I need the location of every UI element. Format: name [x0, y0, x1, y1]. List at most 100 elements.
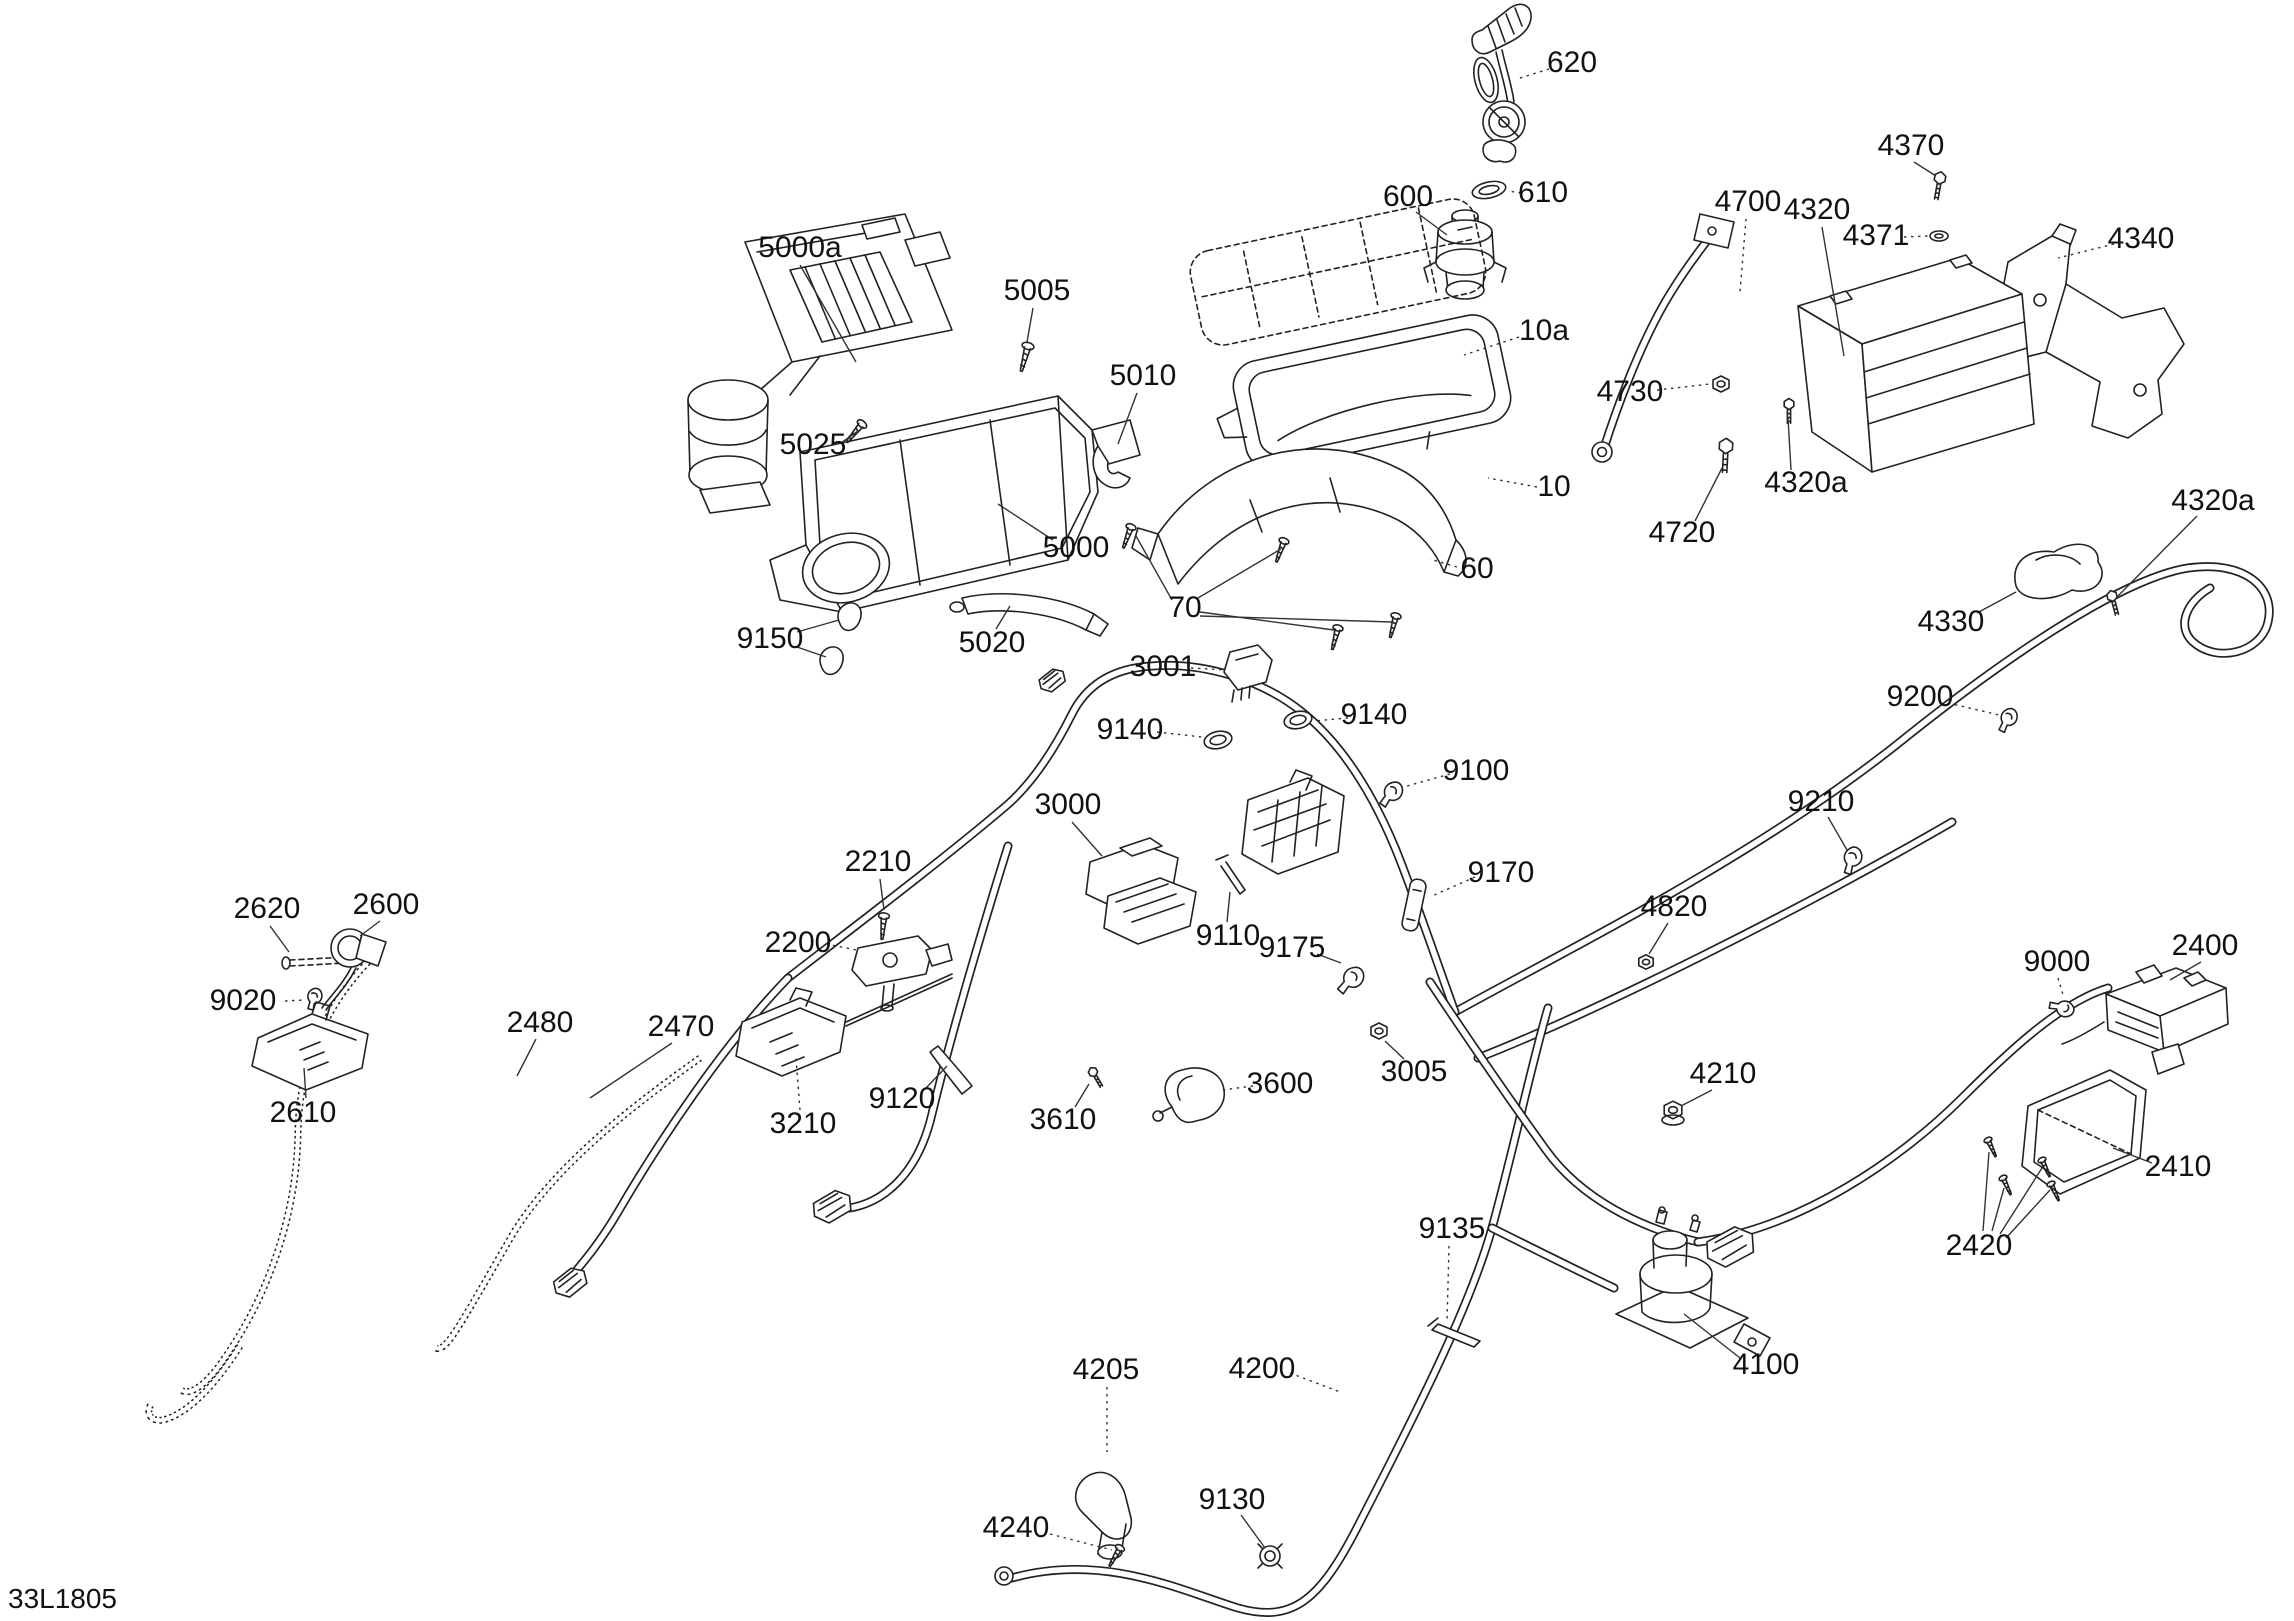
callout-4320a: 4320a [2171, 484, 2255, 517]
leader-line-9130 [1241, 1515, 1265, 1548]
leader-line-9150 [797, 620, 839, 632]
leader-line-9175 [1317, 954, 1341, 963]
leader-line-9000 [2058, 978, 2064, 998]
leader-line-4370 [1914, 162, 1936, 176]
part-2610-connector [252, 1002, 368, 1090]
part-10a-gauge-overlay [1186, 195, 1490, 349]
leader-line-4320a [1788, 418, 1791, 470]
leader-line-3610 [1075, 1084, 1089, 1107]
part-harness-connector-top [1035, 665, 1069, 696]
callout-3610: 3610 [1030, 1103, 1097, 1136]
part-9170-clip [1401, 878, 1427, 932]
leader-line-9170 [1432, 877, 1475, 896]
callout-9020: 9020 [210, 984, 277, 1017]
leader-line-9020 [285, 1000, 304, 1001]
leader-line-9150 [797, 647, 826, 657]
callout-10a: 10a [1519, 314, 1569, 347]
part-9175-clip [1335, 963, 1367, 999]
part-4720-bolt [1717, 437, 1734, 474]
callout-4210: 4210 [1690, 1057, 1757, 1090]
part-5010-clip [1093, 446, 1130, 488]
leader-line-4200 [1290, 1373, 1340, 1392]
callout-9135: 9135 [1419, 1212, 1486, 1245]
leader-line-4210 [1681, 1090, 1712, 1106]
leader-line-2420 [1983, 1152, 1989, 1231]
leader-line-2610 [304, 1068, 306, 1098]
callout-9150: 9150 [737, 622, 804, 655]
callout-9120: 9120 [869, 1082, 936, 1115]
callout-2620: 2620 [234, 892, 301, 925]
callout-9210: 9210 [1788, 785, 1855, 818]
part-3610-screw [1086, 1065, 1106, 1090]
callout-4720: 4720 [1649, 516, 1716, 549]
leader-line-2400 [2170, 962, 2201, 980]
leader-line-610 [1508, 191, 1521, 193]
callout-9170: 9170 [1468, 856, 1535, 889]
leader-line-9135 [1447, 1246, 1449, 1322]
callout-610: 610 [1518, 176, 1568, 209]
callout-10: 10 [1537, 470, 1570, 503]
leader-line-4100 [1684, 1314, 1740, 1358]
leader-line-70 [1136, 536, 1172, 600]
leader-line-3005 [1385, 1041, 1404, 1059]
callout-2410: 2410 [2145, 1150, 2212, 1183]
leader-line-2600 [360, 921, 380, 936]
callout-5010: 5010 [1110, 359, 1177, 392]
part-4700-battery-cable-positive [1592, 214, 1734, 462]
part-4371-washer [1930, 231, 1948, 241]
part-2210-screw [875, 911, 891, 941]
leader-line-4320a [2118, 516, 2197, 596]
leader-line-4700 [1740, 219, 1746, 292]
part-2470-cable [149, 1058, 700, 1420]
callout-2420: 2420 [1946, 1229, 2013, 1262]
leader-line-2470 [590, 1043, 672, 1098]
callout-4370: 4370 [1878, 129, 1945, 162]
callout-2210: 2210 [845, 845, 912, 878]
part-5000-electrical-center [770, 396, 1140, 612]
callout-2600: 2600 [353, 888, 420, 921]
part-harness-multipin-connector [1242, 770, 1344, 874]
leader-line-4340 [2058, 244, 2114, 258]
leader-line-2420 [1992, 1188, 2004, 1231]
part-9120-clip [930, 1046, 972, 1094]
leader-line-2210 [880, 879, 884, 910]
callout-4200: 4200 [1229, 1352, 1296, 1385]
callout-9110: 9110 [1196, 919, 1261, 952]
callout-620: 620 [1547, 46, 1597, 79]
part-2600-connector [322, 929, 386, 1010]
part-5005-screw [1014, 340, 1036, 374]
leader-line-9140 [1314, 718, 1348, 721]
leader-line-70 [1200, 616, 1392, 622]
leader-line-9140 [1157, 732, 1202, 737]
part-4200-battery-cable-negative [995, 1008, 1614, 1612]
callout-4730: 4730 [1597, 375, 1664, 408]
part-2410-cover [2022, 1070, 2146, 1194]
part-9140-grommet-left [1201, 727, 1235, 753]
leader-line-70 [1198, 549, 1281, 598]
leader-line-3001 [1191, 668, 1226, 670]
leader-line-9110 [1227, 892, 1230, 922]
callout-2200: 2200 [765, 926, 832, 959]
callout-4330: 4330 [1918, 605, 1985, 638]
leader-line-5010 [1118, 393, 1137, 444]
leader-line-9100 [1407, 774, 1450, 786]
leader-line-2200 [826, 944, 856, 950]
part-2200-sensor [852, 936, 952, 1011]
leader-line-4330 [1977, 592, 2016, 613]
callout-9100: 9100 [1443, 754, 1510, 787]
part-9130-grommet [1258, 1544, 1282, 1568]
callout-4205: 4205 [1073, 1353, 1140, 1386]
leader-line-10 [1488, 478, 1537, 487]
part-2400-switch-assembly [2062, 965, 2228, 1074]
leader-line-9200 [1948, 703, 1999, 715]
leader-line-70 [1200, 612, 1334, 630]
leader-line-2480 [517, 1039, 536, 1076]
callout-9140: 9140 [1341, 698, 1408, 731]
callout-4320a: 4320a [1764, 466, 1848, 499]
part-600-ignition-switch [1424, 210, 1506, 299]
leader-line-4820 [1649, 923, 1668, 954]
part-610-ring [1471, 179, 1508, 202]
callout-2400: 2400 [2172, 929, 2239, 962]
part-harness-connector-bottom-left [549, 1263, 592, 1302]
